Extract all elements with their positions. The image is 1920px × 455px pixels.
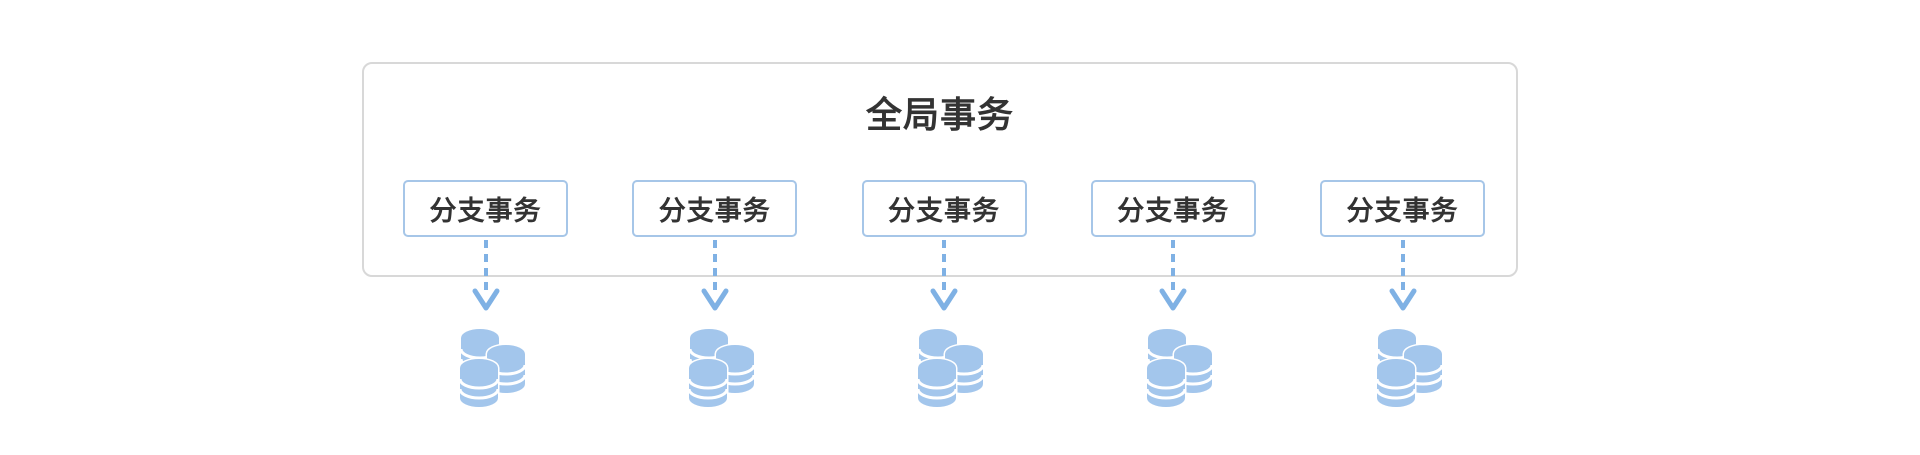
database-icon <box>687 328 756 409</box>
database-icon <box>1146 328 1214 409</box>
branch-transaction-box: 分支事务 <box>632 180 798 237</box>
dashed-arrow-down-icon <box>701 240 729 311</box>
branch-transaction-box: 分支事务 <box>861 180 1027 237</box>
branch-transaction-box: 分支事务 <box>1090 180 1256 237</box>
dashed-arrow-down-icon <box>1159 240 1187 311</box>
global-transaction-container <box>362 62 1518 277</box>
branch-transaction-box: 分支事务 <box>1320 180 1485 237</box>
database-icon <box>458 328 526 409</box>
branch-column: 分支事务 <box>1320 180 1485 410</box>
global-transaction-title: 全局事务 <box>865 94 1014 135</box>
branch-column: 分支事务 <box>1090 180 1256 410</box>
dashed-arrow-down-icon <box>472 240 499 311</box>
branch-row: 分支事务 分支事务 分支事务 <box>362 180 1518 410</box>
branch-column: 分支事务 <box>632 180 798 410</box>
branch-column: 分支事务 <box>861 180 1027 410</box>
branch-column: 分支事务 <box>403 180 568 410</box>
branch-transaction-box: 分支事务 <box>403 180 568 237</box>
database-icon <box>1375 328 1443 409</box>
dashed-arrow-down-icon <box>930 240 958 311</box>
database-icon <box>917 328 985 409</box>
dashed-arrow-down-icon <box>1389 240 1416 311</box>
